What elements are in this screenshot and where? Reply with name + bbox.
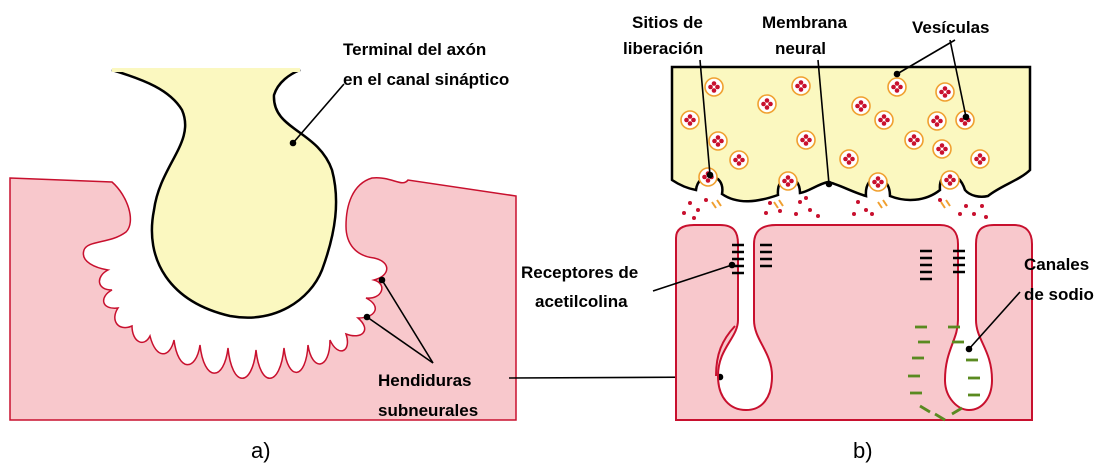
- receptors-label-line2: acetilcolina: [535, 292, 628, 311]
- postsynaptic-membrane: [676, 225, 1032, 420]
- caption-b: b): [853, 438, 873, 463]
- sodium-label-line2: de sodio: [1024, 285, 1094, 304]
- presynaptic-terminal: [672, 67, 1030, 201]
- released-transmitter: [682, 196, 988, 220]
- panel-b: Sitios de liberación Membrana neural Ves…: [521, 13, 1094, 463]
- release-sites-label-line1: Sitios de: [632, 13, 703, 32]
- panel-a: Terminal del axón en el canal sináptico …: [10, 40, 516, 463]
- sodium-label-line1: Canales: [1024, 255, 1089, 274]
- release-sites-label-line2: liberación: [623, 39, 703, 58]
- membrane-label-line2: neural: [775, 39, 826, 58]
- vesicles-label: Vesículas: [912, 18, 990, 37]
- caption-a: a): [251, 438, 271, 463]
- terminal-label-line1: Terminal del axón: [343, 40, 486, 59]
- terminal-label-line2: en el canal sináptico: [343, 70, 509, 89]
- clefts-label-line1: Hendiduras: [378, 371, 472, 390]
- membrane-label-line1: Membrana: [762, 13, 848, 32]
- clefts-label-line2: subneurales: [378, 401, 478, 420]
- receptors-label-line1: Receptores de: [521, 263, 638, 282]
- axon-terminal: [112, 70, 336, 318]
